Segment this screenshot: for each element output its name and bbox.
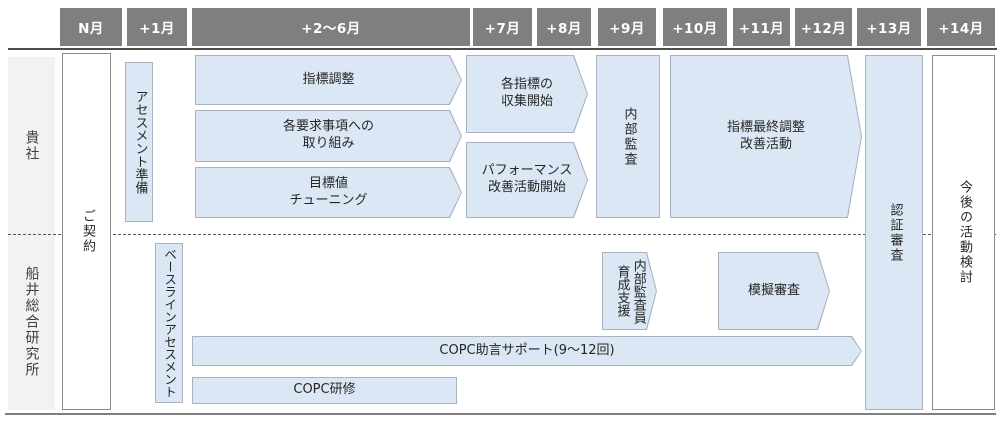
task-copc-training: COPC研修 [192,377,457,404]
timeline-header-cell-7: +7月 [473,8,532,46]
header-separator-line [8,48,997,50]
timeline-header-cell-1: +1月 [127,8,187,46]
timeline-header-cell-14: +14月 [927,8,995,46]
task-contract-label: ご契約 [79,209,95,254]
timeline-header-cell-13: +13月 [857,8,921,46]
task-performance-start: パフォーマンス 改善活動開始 [466,142,588,218]
task-performance-start-label: パフォーマンス 改善活動開始 [481,163,573,195]
task-certification-audit-label: 認証審査 [887,202,903,263]
task-certification-audit: 認証審査 [865,55,923,410]
timeline-header-cell-8: +8月 [537,8,591,46]
timeline-header-cell-2-6: +2～6月 [192,8,470,46]
arrow-shape [196,111,461,161]
timeline-header-cell-11: +11月 [733,8,790,46]
arrow-shape [193,337,861,365]
task-auditor-training: 内部監査員 育成支援 [602,252,657,330]
task-future-review: 今後の活動検討 [932,55,995,410]
row-label-consultant: 船井総合研究所 [8,234,55,410]
arrow-shape [196,56,461,104]
bottom-border-line [5,413,996,415]
arrow-shape [719,253,829,329]
task-requirements: 各要求事項への 取り組み [195,110,462,162]
row-divider-dashed-line [8,234,996,235]
task-kpi-adjust: 指標調整 [195,55,462,105]
timeline-header-cell-9: +9月 [598,8,656,46]
task-copc-training-label: COPC研修 [293,382,356,398]
row-label-client: 貴社 [8,57,55,234]
task-final-adjust-label: 指標最終調整 改善活動 [726,119,805,152]
task-internal-audit-label: 内部監査 [621,106,637,167]
task-kpi-collection-start: 各指標の 収集開始 [466,55,588,133]
timeline-header-cell-n: N月 [60,8,122,46]
task-requirements-label: 各要求事項への 取り組み [282,119,374,151]
task-final-adjust: 指標最終調整 改善活動 [670,55,862,218]
task-kpi-collection-start-label: 各指標の 収集開始 [500,77,553,109]
arrow-shape [603,253,656,329]
timeline-header-cell-10: +10月 [663,8,727,46]
task-assessment-prep-label: アセスメント準備 [132,90,148,194]
task-target-tuning: 目標値 チューニング [195,167,462,218]
arrow-shape [671,56,861,217]
arrow-shape [467,56,587,132]
task-internal-audit: 内部監査 [596,55,660,218]
task-copc-support-label: COPC助言サポート(9～12回) [439,342,615,358]
task-contract: ご契約 [62,53,111,410]
task-target-tuning-label: 目標値 チューニング [289,175,368,208]
task-copc-support: COPC助言サポート(9～12回) [192,336,862,366]
timeline-header-cell-12: +12月 [795,8,852,46]
task-future-review-label: 今後の活動検討 [956,180,972,285]
task-mock-audit-label: 模擬審査 [747,282,800,298]
task-baseline-assessment-label: ベースラインアセスメント [162,248,178,398]
arrow-shape [196,168,461,217]
task-baseline-assessment: ベースラインアセスメント [155,243,183,403]
row-label-consultant-text: 船井総合研究所 [23,266,40,378]
arrow-shape [467,143,587,217]
task-mock-audit: 模擬審査 [718,252,830,330]
task-auditor-training-label: 内部監査員 育成支援 [614,258,646,324]
task-kpi-adjust-label: 指標調整 [302,71,355,87]
task-assessment-prep: アセスメント準備 [125,62,153,222]
row-label-client-text: 貴社 [23,129,40,162]
